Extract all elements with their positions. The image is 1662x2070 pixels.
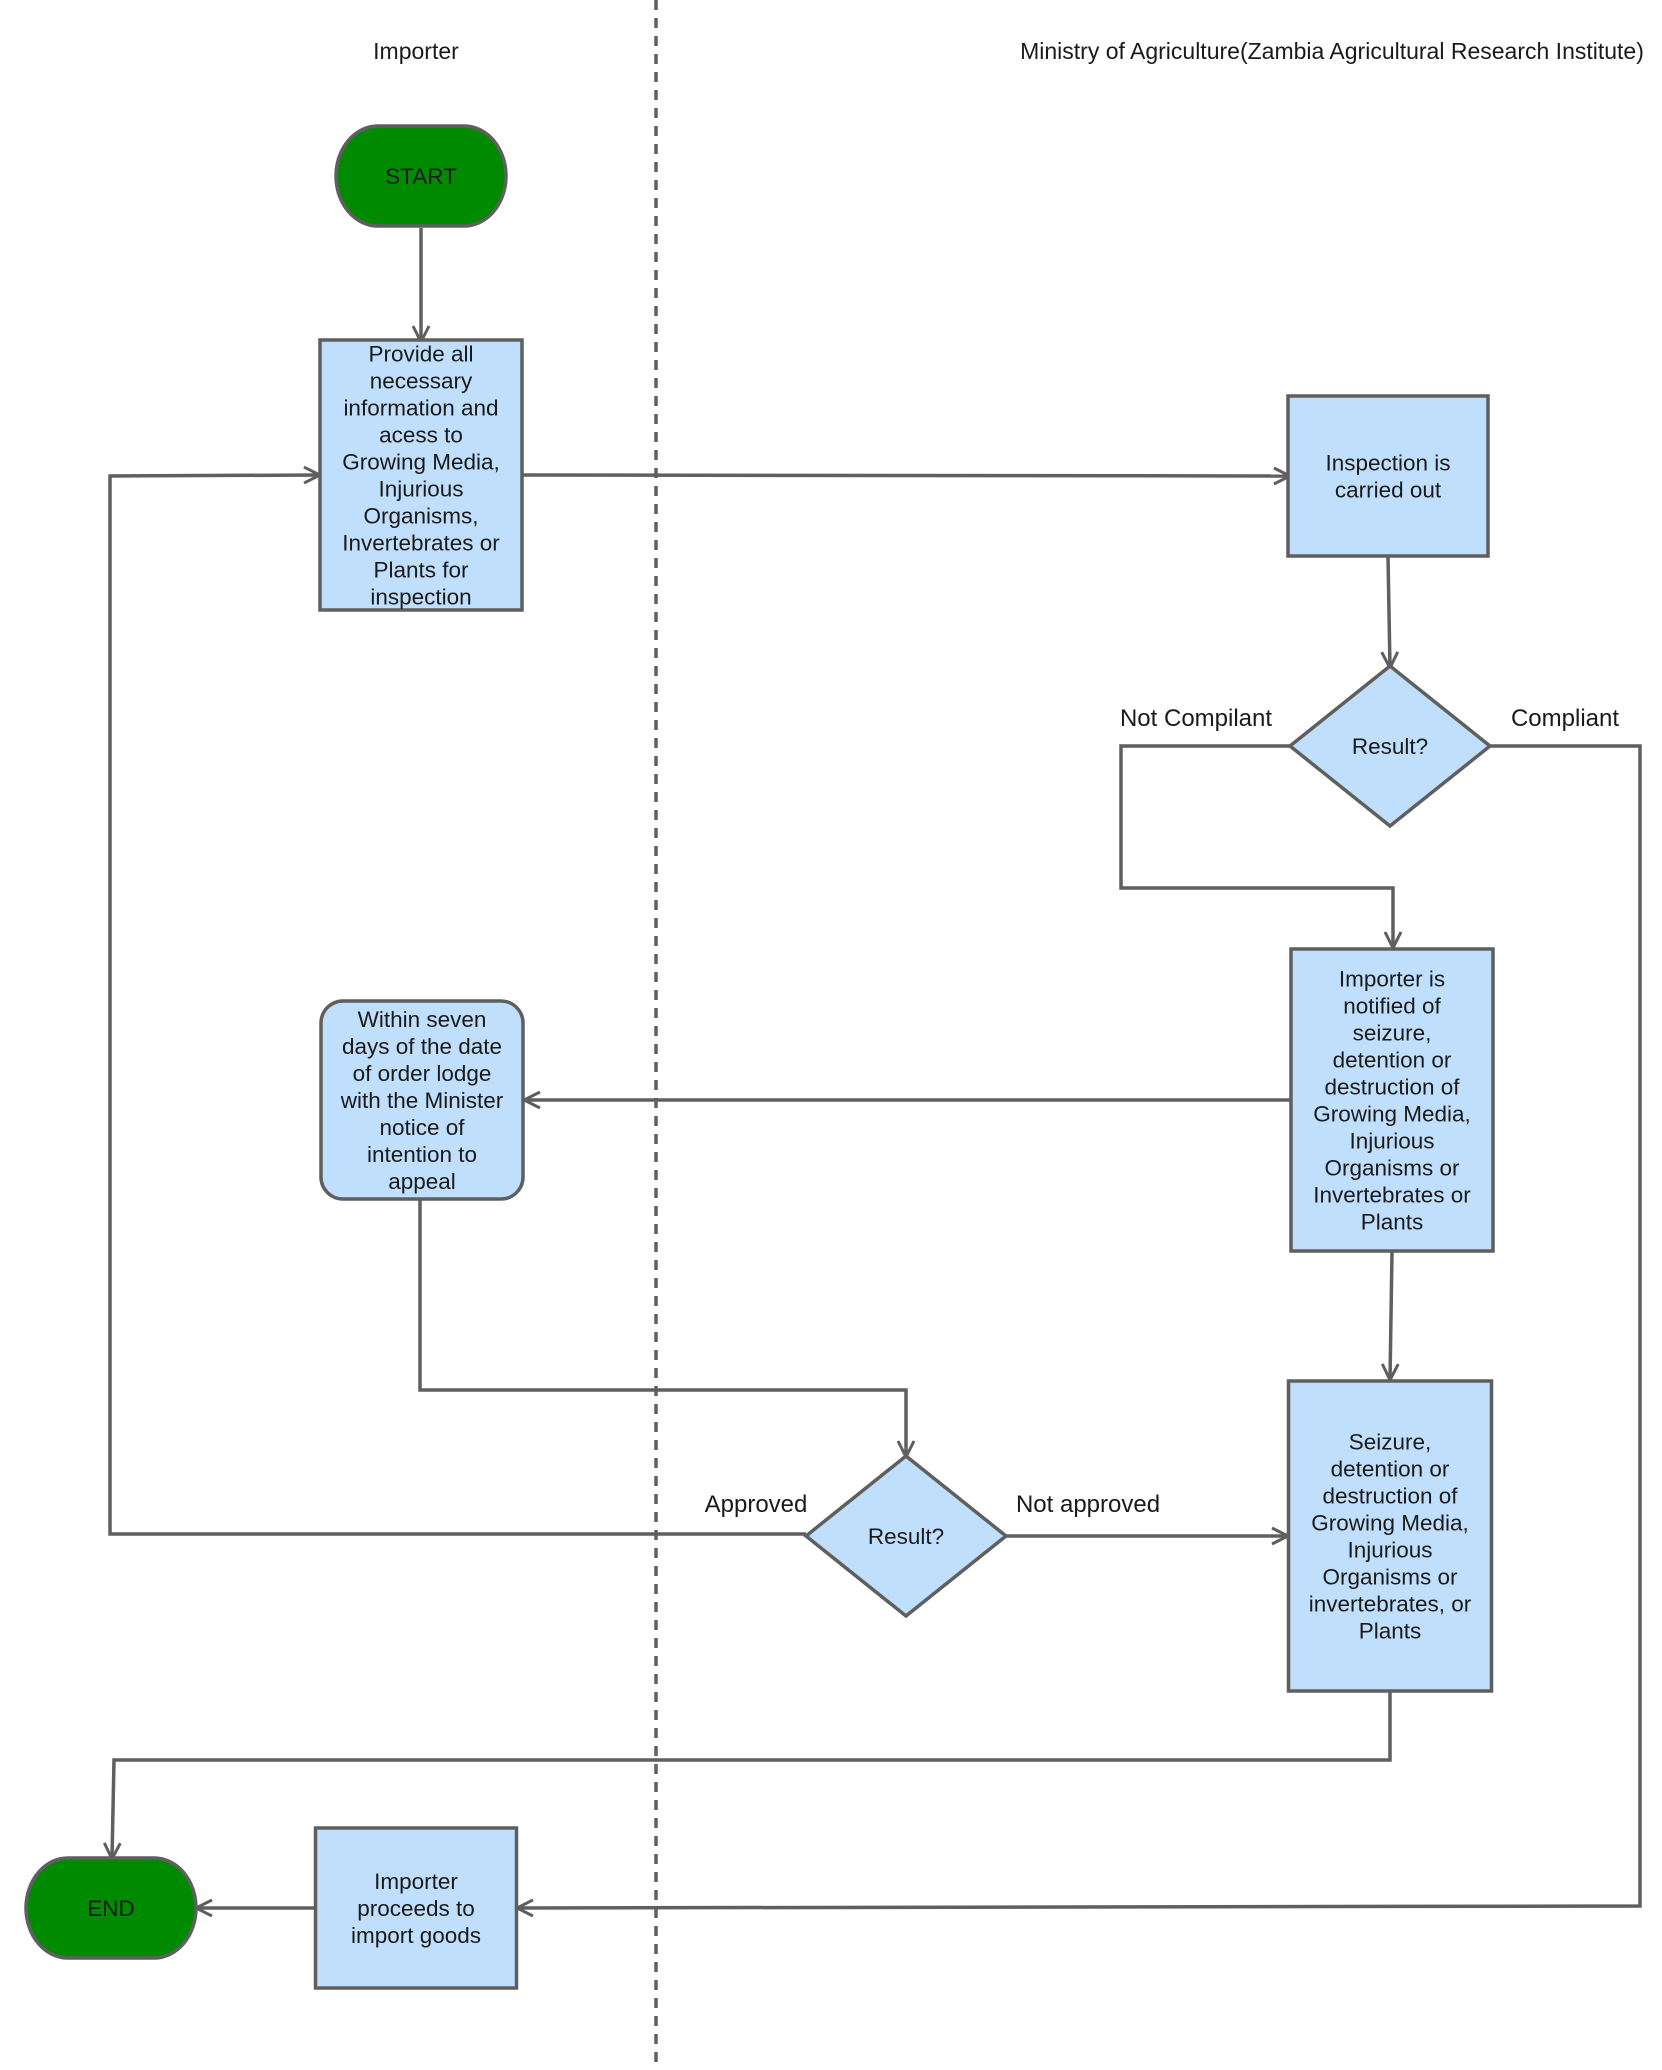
node-proceed-shape	[313, 1826, 519, 1990]
node-notified-line: Organisms or	[1324, 1156, 1460, 1181]
node-notified-line: Injurious	[1349, 1129, 1434, 1154]
node-seizure-line: Growing Media,	[1311, 1511, 1469, 1536]
node-result2: Result?	[803, 1453, 1009, 1619]
node-notified-line: Invertebrates or	[1313, 1183, 1471, 1208]
node-appeal-line: intention to	[367, 1142, 477, 1167]
node-appeal-line: of order lodge	[353, 1061, 492, 1086]
node-result2-shape	[803, 1453, 1009, 1619]
edge-appeal-to-result2	[418, 1200, 906, 1457]
node-result2-line: Result?	[868, 1524, 944, 1549]
node-provide-line: Growing Media,	[342, 450, 500, 475]
node-appeal-line: appeal	[388, 1169, 456, 1194]
node-seizure-line: destruction of	[1322, 1484, 1458, 1509]
node-provide-line: acess to	[379, 423, 463, 448]
edge-result1-not-compliant	[1119, 744, 1393, 948]
edge-label-compliant: Compliant	[1511, 705, 1619, 732]
node-appeal-line: notice of	[379, 1115, 465, 1140]
node-seizure-line: invertebrates, or	[1309, 1592, 1472, 1617]
node-provide-line: information and	[343, 396, 498, 421]
edge-provide-to-inspection	[521, 475, 1290, 476]
node-proceed-line: Importer	[374, 1869, 458, 1894]
node-appeal-line: Within seven	[358, 1007, 487, 1032]
node-start: START	[334, 124, 508, 228]
node-seizure-line: Organisms or	[1322, 1565, 1458, 1590]
edge-result2-approved	[108, 475, 806, 1536]
node-notified-line: Plants	[1361, 1210, 1424, 1235]
node-notified-line: Growing Media,	[1313, 1102, 1471, 1127]
edge-notified-to-seizure	[1390, 1251, 1392, 1380]
edge-label-not-approved: Not approved	[1016, 1491, 1160, 1518]
node-inspection-line: carried out	[1335, 478, 1442, 503]
node-inspection-shape	[1286, 394, 1490, 558]
node-seizure-line: Plants	[1359, 1619, 1422, 1644]
node-start-shape	[334, 124, 508, 228]
node-provide-line: inspection	[370, 585, 471, 610]
edge-result1-compliant	[517, 744, 1642, 1908]
node-notified-shape	[1289, 947, 1495, 1253]
node-provide-shape	[318, 338, 524, 612]
node-provide-line: Organisms,	[363, 504, 478, 529]
node-appeal-line: days of the date	[342, 1034, 502, 1059]
lane-header-ministry: Ministry of Agriculture(Zambia Agricultu…	[1020, 38, 1644, 64]
edge-label-approved: Approved	[705, 1491, 808, 1518]
edge-inspection-to-result1	[1388, 555, 1390, 668]
node-end-line: END	[87, 1896, 135, 1921]
node-proceed-line: proceeds to	[357, 1896, 475, 1921]
node-notified-line: detention or	[1333, 1048, 1452, 1073]
node-provide-line: Invertebrates or	[342, 531, 500, 556]
node-end-shape	[24, 1856, 198, 1960]
node-notified-line: destruction of	[1324, 1075, 1460, 1100]
node-result1-shape	[1287, 663, 1493, 829]
edge-label-not-compliant: Not Compilant	[1120, 705, 1272, 732]
node-provide-line: Injurious	[378, 477, 463, 502]
node-provide-line: necessary	[370, 369, 473, 394]
node-proceed-line: import goods	[351, 1923, 481, 1948]
node-notified-line: Importer is	[1339, 967, 1445, 992]
node-start-line: START	[385, 164, 457, 189]
node-seizure-line: Seizure,	[1349, 1430, 1432, 1455]
node-result1-line: Result?	[1352, 734, 1428, 759]
node-seizure-shape	[1286, 1379, 1494, 1693]
node-appeal-shape	[319, 999, 525, 1201]
node-result1: Result?	[1287, 663, 1493, 829]
node-provide-line: Plants for	[373, 558, 469, 583]
edge-seizure-to-end	[112, 1692, 1392, 1859]
node-end: END	[24, 1856, 198, 1960]
lane-header-importer: Importer	[373, 38, 459, 64]
node-inspection-line: Inspection is	[1325, 451, 1450, 476]
node-seizure-line: detention or	[1331, 1457, 1450, 1482]
node-seizure-line: Injurious	[1347, 1538, 1432, 1563]
node-provide-line: Provide all	[368, 342, 473, 367]
node-notified-line: notified of	[1343, 994, 1441, 1019]
node-appeal-line: with the Minister	[340, 1088, 504, 1113]
node-notified-line: seizure,	[1353, 1021, 1432, 1046]
